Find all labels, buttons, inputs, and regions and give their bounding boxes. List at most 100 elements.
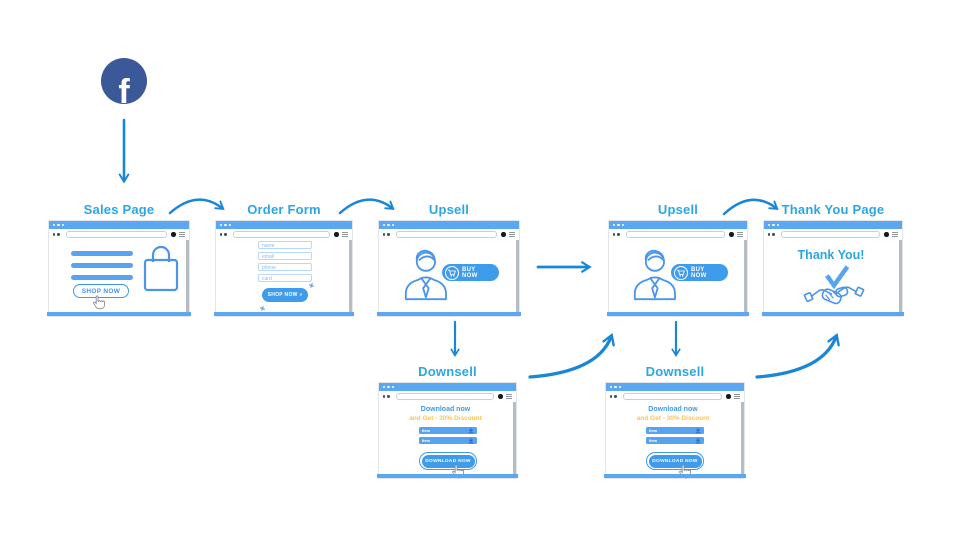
- url-field[interactable]: [395, 393, 495, 400]
- profile-icon[interactable]: [726, 394, 731, 399]
- thank-you-window: Thank You Page Thank You!: [762, 202, 904, 317]
- menu-icon[interactable]: [506, 394, 512, 399]
- window-dot-icon: [617, 223, 620, 227]
- downsell1-window: Downsell Download now and Get - 30% Disc…: [377, 364, 518, 479]
- cursor-hand-icon: [93, 295, 105, 310]
- text-line: [71, 263, 133, 268]
- text-line: [71, 251, 133, 256]
- thank-you-title: Thank You Page: [781, 202, 885, 217]
- page-body: BUY NOW: [609, 240, 743, 312]
- download-item-row[interactable]: Item: [419, 437, 477, 444]
- buy-now-button[interactable]: BUY NOW: [671, 264, 728, 281]
- url-field[interactable]: [625, 231, 726, 238]
- url-field[interactable]: [395, 231, 498, 238]
- profile-icon[interactable]: [498, 394, 503, 399]
- window-bottom-bar: [377, 474, 518, 478]
- menu-icon[interactable]: [179, 232, 185, 237]
- profile-icon[interactable]: [501, 232, 506, 237]
- forward-icon[interactable]: [387, 233, 390, 236]
- back-icon[interactable]: [610, 395, 613, 398]
- forward-icon[interactable]: [614, 395, 617, 398]
- forward-icon[interactable]: [57, 233, 60, 236]
- download-item-row[interactable]: Item: [419, 427, 477, 434]
- shop-now-button[interactable]: SHOP NOW: [73, 284, 129, 298]
- back-icon[interactable]: [613, 233, 616, 236]
- forward-icon[interactable]: [617, 233, 620, 236]
- menu-icon[interactable]: [342, 232, 348, 237]
- scrollbar[interactable]: [515, 240, 519, 312]
- back-icon[interactable]: [383, 233, 386, 236]
- cart-icon: [673, 265, 688, 280]
- shop-now-button[interactable]: SHOP NOW »: [262, 288, 308, 302]
- window-titlebar: [606, 383, 744, 391]
- menu-icon[interactable]: [737, 232, 743, 237]
- download-now-button[interactable]: DOWNLOAD NOW: [419, 452, 477, 470]
- upsell1-title: Upsell: [428, 202, 470, 217]
- download-item-row[interactable]: Item: [646, 437, 704, 444]
- window-dot-icon: [772, 223, 775, 227]
- card-field[interactable]: card: [258, 274, 312, 282]
- window-dot-icon: [387, 385, 390, 389]
- window-dot-icon: [383, 385, 386, 389]
- upsell1-window: Upsell: [377, 202, 521, 317]
- window-dot-icon: [383, 223, 386, 227]
- forward-icon[interactable]: [224, 233, 227, 236]
- cart-icon: [444, 265, 459, 280]
- scrollbar[interactable]: [512, 402, 516, 474]
- email-field[interactable]: email: [258, 252, 312, 260]
- scrollbar[interactable]: [185, 240, 189, 312]
- download-icon: [468, 427, 474, 434]
- window-dot-icon: [224, 223, 227, 227]
- scrollbar[interactable]: [740, 402, 744, 474]
- window-dot-icon: [391, 385, 394, 389]
- menu-icon[interactable]: [734, 394, 740, 399]
- facebook-icon: f: [101, 58, 147, 109]
- back-icon[interactable]: [220, 233, 223, 236]
- downsell1-title: Downsell: [418, 364, 477, 379]
- window-dot-icon: [391, 223, 394, 227]
- url-field[interactable]: [622, 393, 723, 400]
- back-icon[interactable]: [768, 233, 771, 236]
- profile-icon[interactable]: [884, 232, 889, 237]
- address-bar: [49, 229, 189, 240]
- downsell2-window: Downsell Download now and Get - 30% Disc…: [604, 364, 746, 479]
- menu-icon[interactable]: [892, 232, 898, 237]
- url-field[interactable]: [780, 231, 881, 238]
- download-now-button[interactable]: DOWNLOAD NOW: [646, 452, 704, 470]
- profile-icon[interactable]: [334, 232, 339, 237]
- window-bottom-bar: [214, 312, 354, 316]
- profile-icon[interactable]: [171, 232, 176, 237]
- upsell2-window: Upsell: [607, 202, 749, 317]
- phone-field[interactable]: phone: [258, 263, 312, 271]
- window-titlebar: [609, 221, 747, 229]
- forward-icon[interactable]: [772, 233, 775, 236]
- url-field[interactable]: [232, 231, 331, 238]
- sparkle-icon: [308, 282, 315, 289]
- download-item-row[interactable]: Item: [646, 427, 704, 434]
- forward-icon[interactable]: [387, 395, 390, 398]
- back-icon[interactable]: [383, 395, 386, 398]
- back-icon[interactable]: [53, 233, 56, 236]
- address-bar: [216, 229, 352, 240]
- name-field[interactable]: name: [258, 241, 312, 249]
- upsell2-title: Upsell: [657, 202, 699, 217]
- window-dot-icon: [768, 223, 771, 227]
- scrollbar[interactable]: [898, 240, 902, 312]
- download-now-label: DOWNLOAD NOW: [648, 454, 702, 468]
- buy-now-label: BUY NOW: [691, 266, 707, 279]
- buy-now-button[interactable]: BUY NOW: [442, 264, 499, 281]
- buy-now-label: BUY NOW: [462, 266, 478, 279]
- window-titlebar: [379, 383, 516, 391]
- downsell-subheadline: and Get - 30% Discount: [636, 415, 710, 422]
- menu-icon[interactable]: [509, 232, 515, 237]
- window-bottom-bar: [47, 312, 191, 316]
- page-body: Download now and Get - 30% Discount Item…: [379, 402, 512, 479]
- item-label: Item: [649, 428, 658, 433]
- profile-icon[interactable]: [729, 232, 734, 237]
- url-field[interactable]: [65, 231, 168, 238]
- scrollbar[interactable]: [348, 240, 352, 312]
- handshake-check-icon: [803, 265, 865, 305]
- downsell2-title: Downsell: [645, 364, 705, 379]
- scrollbar[interactable]: [743, 240, 747, 312]
- address-bar: [764, 229, 902, 240]
